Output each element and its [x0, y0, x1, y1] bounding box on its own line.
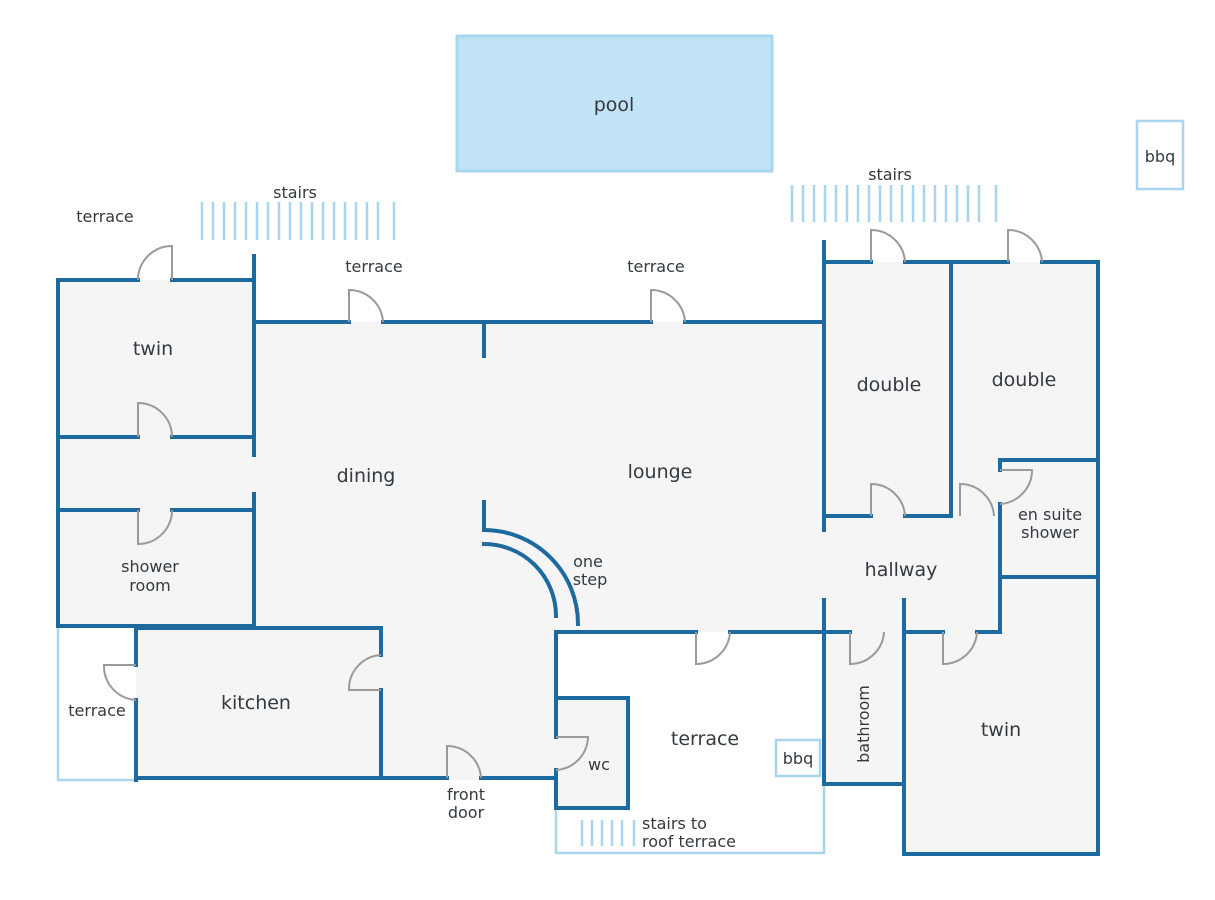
door-lounge-terrace: [650, 288, 686, 323]
stairs-right-label: stairs: [868, 165, 912, 184]
twin-bottom-right-label: twin: [981, 719, 1021, 741]
door-double-left-top: [870, 228, 906, 263]
bbq-top: [1135, 119, 1185, 191]
stairs-left: [200, 202, 396, 240]
kitchen-label: kitchen: [221, 692, 291, 714]
front-door-label-2: door: [448, 803, 485, 822]
door-ensuite: [999, 469, 1034, 505]
door-twin-bottom: [942, 631, 978, 666]
terrace-bottom-center-label: terrace: [671, 728, 739, 750]
dining-label: dining: [337, 465, 396, 487]
door-double-left-hallway: [870, 482, 906, 517]
walls: [56, 240, 1100, 856]
terrace-top-left-label: terrace: [76, 207, 133, 226]
lounge-label: lounge: [628, 461, 693, 483]
door-double-right-top: [1007, 228, 1043, 263]
door-dining-terrace: [348, 288, 384, 323]
double-left-label: double: [857, 374, 922, 396]
door-kitchen-terrace: [102, 664, 137, 701]
stairs-roof-label-2: roof terrace: [642, 832, 736, 851]
double-right-label: double: [992, 369, 1057, 391]
bbq-terrace-label: bbq: [783, 749, 813, 768]
one-step-label-1: one: [573, 552, 603, 571]
pool-label: pool: [594, 94, 635, 116]
bathroom-label: bathroom: [854, 685, 873, 763]
outdoor-outlines: [56, 626, 826, 855]
door-bathroom: [849, 631, 885, 666]
twin-top-left-label: twin: [133, 338, 173, 360]
stairs-left-label: stairs: [273, 183, 317, 202]
door-twin-top-interior: [137, 401, 173, 438]
door-shower-room: [137, 509, 173, 546]
terrace-top-lounge-label: terrace: [627, 257, 684, 276]
hallway-label: hallway: [865, 559, 938, 581]
bbq-top-label: bbq: [1145, 147, 1175, 166]
terrace-bottom-left-label: terrace: [68, 701, 125, 720]
pool: [455, 34, 774, 173]
door-front: [446, 744, 482, 779]
wc-label: wc: [588, 755, 610, 774]
stairs-right: [790, 185, 998, 222]
terrace-top-dining-label: terrace: [345, 257, 402, 276]
doors: [102, 228, 1043, 779]
door-twin-top-exterior: [137, 244, 173, 281]
floor-fills: [58, 262, 1098, 854]
front-door-label-1: front: [447, 785, 485, 804]
door-wc: [555, 736, 590, 771]
one-step-label-2: step: [573, 570, 608, 589]
bbq-terrace: [774, 738, 822, 778]
shower-room-label-2: room: [129, 576, 170, 595]
door-double-right-hallway: [959, 482, 995, 517]
door-lounge-terrace-bottom: [695, 631, 731, 666]
door-kitchen-dining: [347, 654, 382, 691]
ensuite-label-2: shower: [1021, 523, 1079, 542]
stairs-roof-label-1: stairs to: [642, 814, 707, 833]
ensuite-label-1: en suite: [1018, 505, 1082, 524]
shower-room-label-1: shower: [121, 557, 179, 576]
stairs-roof: [580, 820, 636, 846]
